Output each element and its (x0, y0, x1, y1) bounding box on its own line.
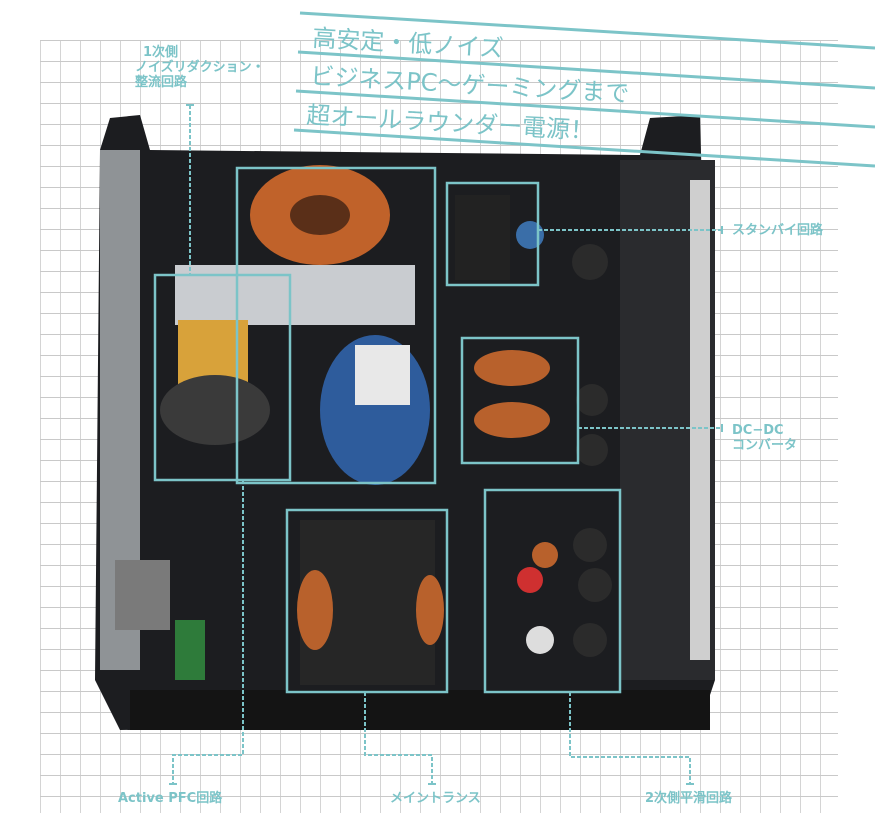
standby-box (445, 181, 540, 287)
dcdc-box (460, 336, 580, 465)
pfc-box (235, 166, 437, 485)
label-pfc: Active PFC回路 (118, 791, 223, 806)
headline: 高安定・低ノイズ ビジネスPC～ゲーミングまで 超オールラウンダー電源！ (293, 11, 875, 168)
label-primary-circuit: 1次側 ノイズリダクション・ 整流回路 (135, 45, 265, 90)
label-transformer: メイントランス (390, 791, 481, 806)
label-standby: スタンバイ回路 (732, 223, 824, 238)
primary-box (153, 273, 292, 482)
label-primary-line-3: 整流回路 (135, 75, 188, 90)
label-dcdc: DC−DC コンバータ (732, 423, 797, 453)
headline-line-1: 高安定・低ノイズ (312, 24, 505, 63)
label-dcdc-line-2: コンバータ (732, 438, 798, 453)
label-primary-line-1: 1次側 (143, 45, 179, 60)
label-primary-line-2: ノイズリダクション・ (135, 60, 265, 75)
label-dcdc-line-1: DC−DC (732, 423, 784, 438)
secondary-box (483, 488, 622, 694)
label-secondary: 2次側平滑回路 (645, 791, 733, 806)
transformer-box (285, 508, 449, 694)
